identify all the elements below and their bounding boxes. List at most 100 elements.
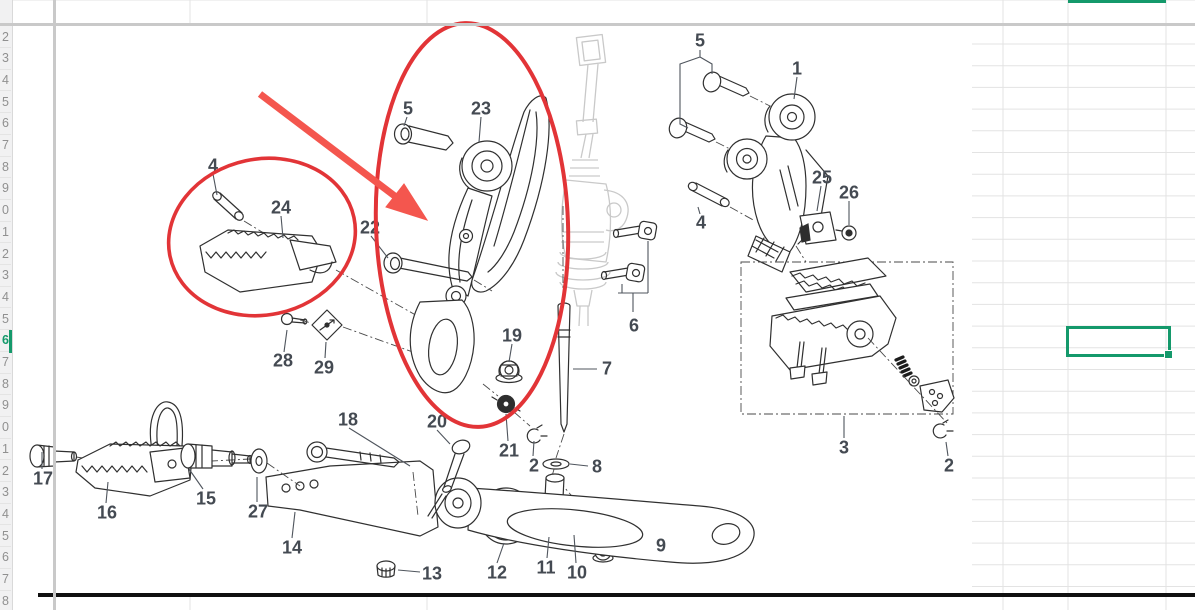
part-1-bracket — [723, 93, 829, 273]
row-header-cell[interactable]: 2 — [0, 26, 11, 48]
part-6-bolts — [600, 220, 658, 312]
label-leaders — [41, 50, 949, 573]
part-label-23: 23 — [471, 99, 491, 119]
selected-cell[interactable] — [1066, 326, 1173, 359]
part-23-bracket-cluster — [383, 95, 550, 444]
row-header-cell[interactable]: 1 — [0, 438, 11, 461]
part-label-17: 17 — [33, 469, 53, 489]
part-label-14: 14 — [282, 538, 302, 558]
part-label-5: 5 — [403, 99, 413, 119]
part-23-heel-guard — [409, 95, 550, 394]
part-2-clip-center — [526, 424, 548, 444]
part-label-20: 20 — [427, 412, 447, 432]
selected-column-indicator — [1068, 0, 1166, 3]
part-label-8: 8 — [592, 457, 602, 477]
part-label-4: 4 — [208, 156, 218, 176]
row-header-cell[interactable]: 9 — [0, 178, 11, 200]
row-header-cell[interactable]: 8 — [0, 590, 11, 610]
part-label-19: 19 — [502, 326, 522, 346]
part-22-bolt — [383, 252, 493, 292]
part-16-peg — [75, 401, 193, 497]
row-header-cell[interactable]: 5 — [0, 308, 11, 331]
row-header-cell[interactable]: 3 — [0, 265, 11, 287]
part-4-pin-left — [212, 191, 244, 221]
part-8-washer — [542, 458, 570, 470]
part-5-bolt-center — [393, 123, 454, 151]
part-26-screw — [835, 225, 857, 241]
row-header-cell[interactable]: 0 — [0, 417, 11, 439]
master-cylinder-ghost — [555, 33, 629, 327]
row-header-cell[interactable]: 3 — [0, 48, 11, 70]
part-label-28: 28 — [273, 351, 293, 371]
part-25-clamp — [799, 211, 837, 245]
selected-row-indicator — [9, 329, 12, 353]
part-28-screw — [280, 312, 308, 326]
part-label-29: 29 — [314, 358, 334, 378]
row-header-cell[interactable]: 6 — [0, 330, 11, 352]
row-header-cell[interactable]: 7 — [0, 352, 11, 374]
part-15-axle — [180, 443, 254, 469]
part-2-clip-right — [932, 419, 954, 439]
row-header-cell[interactable]: 7 — [0, 135, 11, 157]
part-label-15: 15 — [196, 489, 216, 509]
part-label-27: 27 — [248, 502, 268, 522]
part-label-25: 25 — [812, 168, 832, 188]
part-24-peg-cluster — [199, 191, 429, 357]
red-arrow-shaft — [257, 91, 403, 203]
part-13-plug — [376, 560, 396, 578]
part-label-13: 13 — [422, 564, 442, 584]
pane-divider-horizontal[interactable] — [0, 23, 1195, 26]
part-label-9: 9 — [656, 536, 666, 556]
part-label-18: 18 — [338, 410, 358, 430]
part-3-kit — [740, 257, 955, 439]
row-header-cell[interactable]: 8 — [0, 156, 11, 179]
part-label-26: 26 — [839, 183, 859, 203]
part-label-16: 16 — [97, 503, 117, 523]
row-header-cell[interactable]: 6 — [0, 547, 11, 569]
row-header-cell[interactable]: 8 — [0, 373, 11, 396]
pane-divider-vertical[interactable] — [53, 0, 56, 610]
part-1-bracket-cluster — [668, 71, 857, 273]
part-label-2: 2 — [944, 456, 954, 476]
part-14-arm-cluster — [265, 439, 755, 578]
row-header-cell[interactable]: 2 — [0, 460, 11, 482]
part-label-1: 1 — [792, 59, 802, 79]
part-label-3: 3 — [839, 438, 849, 458]
part-18-bolt — [306, 441, 400, 468]
part-label-12: 12 — [487, 563, 507, 583]
part-label-5: 5 — [695, 31, 705, 51]
part-label-4: 4 — [696, 213, 706, 233]
row-header-cell[interactable]: 5 — [0, 91, 11, 114]
part-5-bolts-top — [668, 71, 771, 150]
fill-handle[interactable] — [1164, 350, 1173, 359]
part-label-24: 24 — [271, 198, 291, 218]
row-header-cell[interactable]: 7 — [0, 569, 11, 591]
part-label-7: 7 — [602, 359, 612, 379]
part-20-bolt — [427, 439, 471, 519]
part-27-washer — [250, 448, 268, 474]
part-16-peg-cluster — [29, 401, 301, 497]
part-19-nut — [495, 360, 523, 384]
row-header-cell[interactable]: 9 — [0, 395, 11, 417]
part-4-pin-right — [687, 181, 756, 222]
row-header-cell[interactable]: 4 — [0, 286, 11, 309]
row-header-cell[interactable]: 2 — [0, 243, 11, 265]
pivot-tube — [434, 477, 482, 529]
row-header-cell[interactable]: 5 — [0, 525, 11, 548]
row-header-cell[interactable]: 6 — [0, 113, 11, 135]
part-24-peg — [199, 229, 337, 293]
part-label-10: 10 — [567, 563, 587, 583]
thick-cell-border — [38, 593, 1195, 597]
red-arrow-head — [385, 183, 429, 221]
row-header-cell[interactable]: 4 — [0, 69, 11, 92]
row-header-cell[interactable]: 3 — [0, 482, 11, 504]
part-29-diamond — [311, 309, 343, 341]
row-header-cell[interactable]: 4 — [0, 503, 11, 526]
red-ellipse-small — [166, 156, 358, 318]
part-label-21: 21 — [499, 441, 519, 461]
row-header-cell[interactable]: 1 — [0, 221, 11, 244]
row-header-cell[interactable]: 0 — [0, 200, 11, 222]
